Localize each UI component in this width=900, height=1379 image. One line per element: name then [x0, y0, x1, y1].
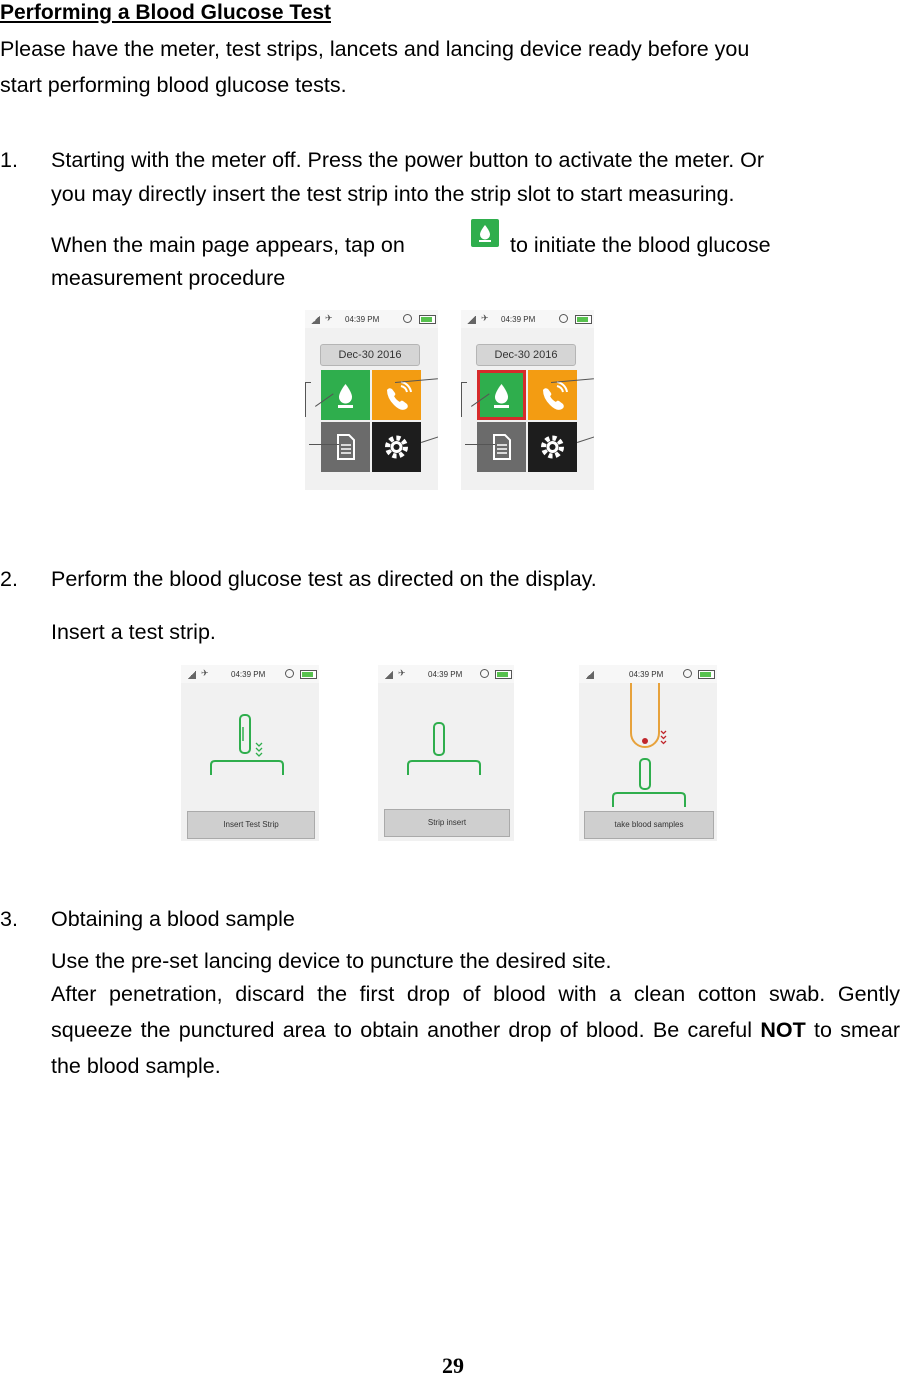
alarm-icon — [559, 314, 568, 323]
step-3-paragraph: After penetration, discard the first dro… — [51, 976, 900, 1084]
phone-call-tile[interactable] — [372, 370, 421, 420]
step-1-line-2: you may directly insert the test strip i… — [51, 182, 735, 206]
main-screen-a: ✈ 04:39 PM Dec-30 2016 — [305, 310, 438, 490]
records-tile[interactable] — [477, 422, 526, 472]
step-3-para-text: After penetration, discard the first dro… — [51, 982, 900, 1042]
strip-screen-2: ✈ 04:39 PM Strip insert — [378, 665, 514, 841]
settings-tile[interactable] — [528, 422, 577, 472]
strip-screen-3: 04:39 PM take blood samples — [579, 665, 717, 841]
step-2-number: 2. — [0, 567, 18, 591]
strip-inserted-illustration — [407, 722, 481, 775]
airplane-icon: ✈ — [325, 313, 333, 323]
airplane-icon: ✈ — [481, 313, 489, 323]
status-time: 04:39 PM — [501, 315, 536, 324]
signal-icon — [187, 671, 196, 679]
step-2-sub: Insert a test strip. — [51, 620, 216, 644]
step-1-tap-text-after: to initiate the blood glucose — [510, 233, 771, 257]
status-bar: ✈ 04:39 PM — [305, 310, 438, 328]
signal-icon — [311, 316, 320, 324]
signal-icon — [384, 671, 393, 679]
strip-screen-1: ✈ 04:39 PM Insert Test Strip — [181, 665, 319, 841]
intro-line-2: start performing blood glucose tests. — [0, 73, 347, 97]
status-time: 04:39 PM — [345, 315, 380, 324]
main-screen-b: ✈ 04:39 PM Dec-30 2016 — [461, 310, 594, 490]
step-1-line-1: Starting with the meter off. Press the p… — [51, 148, 765, 172]
airplane-icon: ✈ — [398, 668, 406, 678]
battery-icon — [300, 670, 317, 679]
status-bar: ✈ 04:39 PM — [461, 310, 594, 328]
battery-icon — [419, 315, 436, 324]
status-time: 04:39 PM — [629, 670, 664, 679]
step-1-tap-line-2: measurement procedure — [51, 266, 286, 290]
date-display: Dec-30 2016 — [476, 344, 576, 366]
step-2-text: Perform the blood glucose test as direct… — [51, 567, 597, 591]
step-3-number: 3. — [0, 907, 18, 931]
battery-icon — [575, 315, 592, 324]
page-title: Performing a Blood Glucose Test — [0, 1, 331, 24]
settings-tile[interactable] — [372, 422, 421, 472]
status-bar: 04:39 PM — [579, 665, 717, 683]
take-blood-samples-label: take blood samples — [584, 811, 714, 839]
airplane-icon: ✈ — [201, 668, 209, 678]
signal-icon — [467, 316, 476, 324]
status-time: 04:39 PM — [428, 670, 463, 679]
page-number: 29 — [442, 1353, 464, 1378]
alarm-icon — [683, 669, 692, 678]
step-1-tap-text: When the main page appears, tap on — [51, 233, 405, 257]
status-bar: ✈ 04:39 PM — [378, 665, 514, 683]
insert-test-strip-label: Insert Test Strip — [187, 811, 315, 839]
step-3-text: Obtaining a blood sample — [51, 907, 295, 931]
step-3-bold-not: NOT — [760, 1018, 806, 1042]
phone-call-tile[interactable] — [528, 370, 577, 420]
alarm-icon — [480, 669, 489, 678]
status-bar: ✈ 04:39 PM — [181, 665, 319, 683]
status-time: 04:39 PM — [231, 670, 266, 679]
battery-icon — [698, 670, 715, 679]
step-3-sub: Use the pre-set lancing device to punctu… — [51, 949, 612, 973]
alarm-icon — [403, 314, 412, 323]
strip-insert-label: Strip insert — [384, 809, 510, 837]
date-display: Dec-30 2016 — [320, 344, 420, 366]
alarm-icon — [285, 669, 294, 678]
step-3-para-end: to smear the blood sample. — [51, 1018, 900, 1078]
blood-sample-illustration — [612, 683, 686, 807]
blood-drop-icon — [471, 219, 499, 247]
records-tile[interactable] — [321, 422, 370, 472]
test-strip-illustration — [210, 714, 284, 775]
signal-icon — [585, 671, 594, 679]
step-1-number: 1. — [0, 148, 18, 172]
battery-icon — [495, 670, 512, 679]
intro-line-1: Please have the meter, test strips, lanc… — [0, 37, 750, 61]
